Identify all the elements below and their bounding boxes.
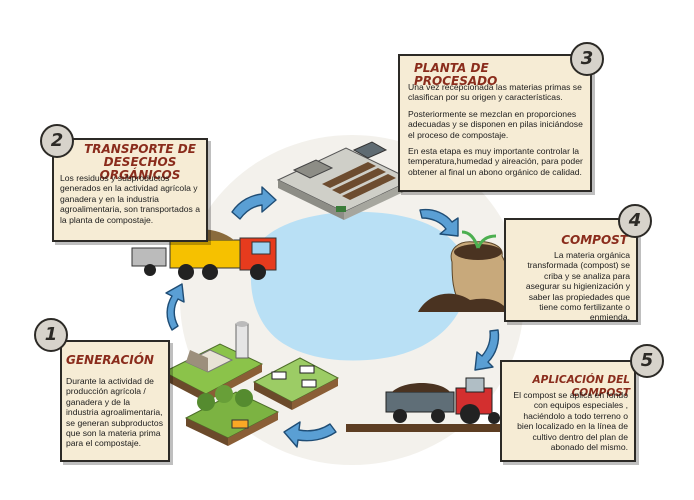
step-number-badge: 2 — [40, 124, 74, 158]
step-number-badge: 4 — [618, 204, 652, 238]
step-number-badge: 1 — [34, 318, 68, 352]
step-title: GENERACIÓN — [66, 353, 154, 367]
step-title: PLANTA DE PROCESADO — [414, 61, 498, 88]
step-body: Durante la actividad de producción agríc… — [66, 376, 164, 455]
step-body: El compost se aplica en fondo con equipo… — [508, 390, 628, 458]
compost-sack — [418, 230, 511, 312]
arrow-1-to-2 — [165, 283, 185, 331]
processing-plant — [276, 141, 414, 220]
step-body: Una vez recepcionada las materias primas… — [408, 82, 584, 183]
step-number-badge: 5 — [630, 344, 664, 378]
step-card-aplicacion: APLICACIÓN DEL COMPOST El compost se apl… — [500, 360, 636, 462]
step-number-badge: 3 — [570, 42, 604, 76]
step-body: La materia orgánica transformada (compos… — [512, 250, 630, 329]
cycle-arrows — [165, 186, 500, 448]
step-card-planta: PLANTA DE PROCESADO Una vez recepcionada… — [398, 54, 592, 192]
tractor-spreader — [346, 377, 506, 432]
step-card-generacion: GENERACIÓN Durante la actividad de produ… — [60, 340, 170, 462]
step-body: Los residuos y subproductos generados en… — [60, 173, 200, 231]
step-paragraph: Los residuos y subproductos generados en… — [60, 173, 200, 225]
step-title: TRANSPORTE DE DESECHOS ORGÁNICOS — [84, 142, 196, 182]
step-paragraph: Durante la actividad de producción agríc… — [66, 376, 163, 449]
arrow-2-to-3 — [231, 186, 277, 220]
farm-scene — [162, 321, 340, 446]
step-paragraph: Una vez recepcionada las materias primas… — [408, 82, 582, 103]
arrow-4-to-5 — [474, 329, 500, 371]
step-card-compost: COMPOST La materia orgánica transformada… — [504, 218, 638, 322]
central-pond — [250, 211, 469, 361]
arrow-3-to-4 — [419, 208, 459, 237]
step-paragraph: Posteriormente se mezclan en proporcione… — [408, 108, 583, 140]
step-paragraph: El compost se aplica en fondo con equipo… — [513, 390, 628, 453]
step-paragraph: En esta etapa es muy importante controla… — [408, 146, 583, 177]
step-title: APLICACIÓN DEL COMPOST — [532, 374, 631, 399]
step-title: COMPOST — [561, 233, 628, 247]
arrow-5-to-1 — [283, 421, 337, 448]
step-paragraph: La materia orgánica transformada (compos… — [525, 250, 630, 323]
step-card-transporte: TRANSPORTE DE DESECHOS ORGÁNICOS Los res… — [52, 138, 208, 242]
